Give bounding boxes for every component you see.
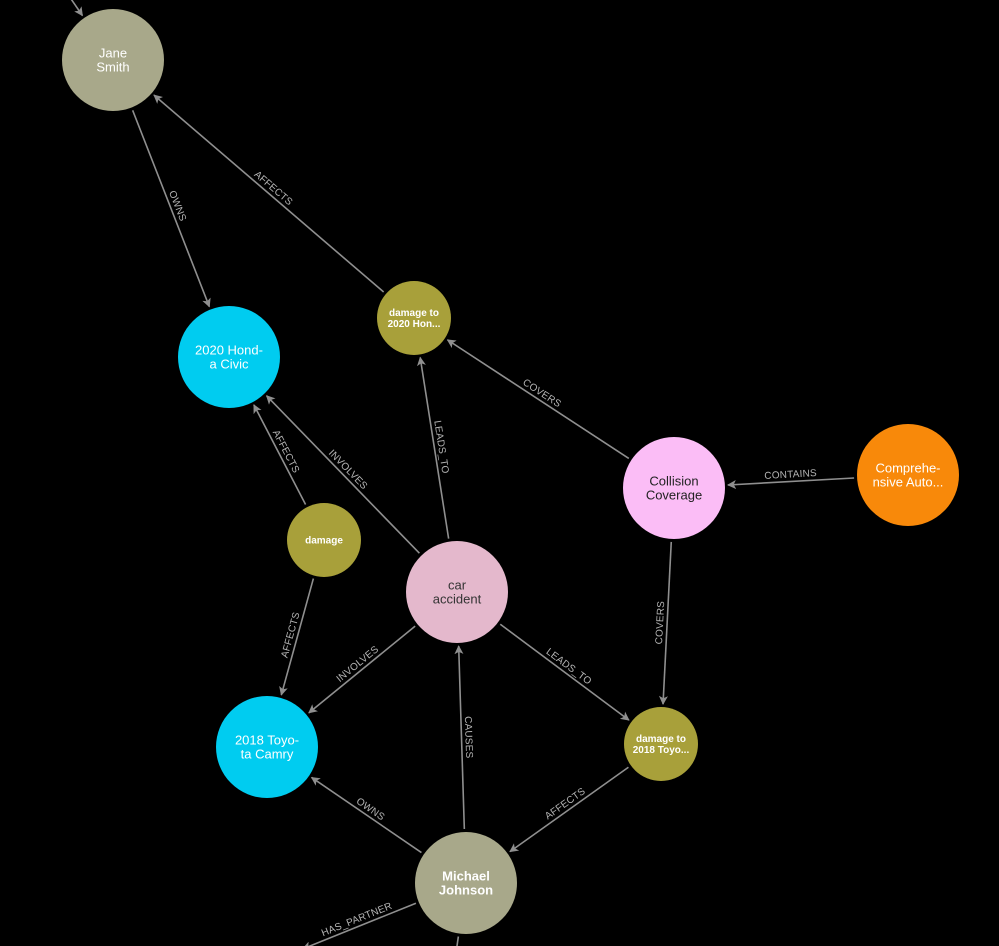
edge-line: [509, 766, 629, 853]
edge-label: INVOLVES: [326, 448, 369, 492]
edge-line: [454, 645, 466, 830]
edge-label: CAUSES: [462, 716, 474, 759]
node-circle[interactable]: [857, 424, 959, 526]
edge-line: [499, 623, 630, 721]
edge-line: [301, 902, 417, 946]
edge-label: CONTAINS: [764, 468, 817, 482]
edge-line: [308, 625, 416, 714]
node-damage[interactable]: damage: [287, 503, 361, 577]
edge-comprehensive-collision[interactable]: CONTAINS: [727, 468, 855, 490]
edge-label: INVOLVES: [335, 644, 381, 685]
edge-label: COVERS: [521, 377, 563, 410]
edge-label: AFFECTS: [270, 428, 301, 475]
edge-line: [131, 110, 211, 308]
node-honda[interactable]: 2020 Hond-a Civic: [178, 306, 280, 408]
node-camry[interactable]: 2018 Toyo-ta Camry: [216, 696, 318, 798]
node-circle[interactable]: [624, 707, 698, 781]
edge-line: [265, 395, 420, 554]
edge-accident-dmg_honda[interactable]: LEADS_TO: [417, 356, 450, 539]
edge-label: HAS_PARTNER: [320, 901, 394, 939]
edge-label: AFFECTS: [543, 786, 588, 822]
node-circle[interactable]: [62, 9, 164, 111]
edge-collision-dmg_honda[interactable]: COVERS: [446, 339, 630, 460]
node-comprehensive[interactable]: Comprehe-nsive Auto...: [857, 424, 959, 526]
edge-line: [70, 0, 84, 17]
edge-line: [153, 94, 385, 293]
edge-accident-dmg_camry[interactable]: LEADS_TO: [499, 623, 630, 721]
node-circle[interactable]: [623, 437, 725, 539]
edge-label: AFFECTS: [280, 611, 303, 659]
edge-label: AFFECTS: [252, 169, 295, 208]
edge-line: [727, 477, 855, 490]
edge-michael-accident[interactable]: CAUSES: [454, 645, 474, 830]
node-circle[interactable]: [406, 541, 508, 643]
node-circle[interactable]: [377, 281, 451, 355]
node-circle[interactable]: [216, 696, 318, 798]
edges-layer: OWNS AFFECTS COVERS CONTAINS LEADS_TO INVOLVE…: [60, 0, 855, 946]
edge-michael-offscreen_bottom[interactable]: [455, 936, 460, 946]
edge-michael-offscreen_left[interactable]: HAS_PARTNER: [301, 901, 417, 946]
edge-label: COVERS: [654, 601, 667, 645]
edge-line: [417, 356, 450, 539]
node-circle[interactable]: [178, 306, 280, 408]
edge-label: LEADS_TO: [544, 647, 594, 688]
edge-line: [253, 404, 307, 505]
edge-accident-camry[interactable]: INVOLVES: [308, 625, 416, 714]
edge-line: [310, 776, 422, 854]
edge-dmg_honda-jane[interactable]: AFFECTS: [153, 94, 385, 293]
edge-line: [456, 936, 460, 946]
edge-damage-honda[interactable]: AFFECTS: [253, 404, 307, 505]
edge-offscreen_top-jane[interactable]: [60, 0, 84, 17]
edge-michael-camry[interactable]: OWNS: [310, 776, 422, 854]
edge-damage-camry[interactable]: AFFECTS: [279, 578, 315, 696]
node-circle[interactable]: [415, 832, 517, 934]
edge-line: [279, 578, 315, 696]
edge-dmg_camry-michael[interactable]: AFFECTS: [509, 766, 629, 853]
edge-jane-honda[interactable]: OWNS: [131, 110, 211, 308]
edge-line: [658, 541, 673, 705]
node-circle[interactable]: [287, 503, 361, 577]
edge-collision-dmg_camry[interactable]: COVERS: [654, 541, 673, 705]
edge-line: [446, 339, 630, 460]
